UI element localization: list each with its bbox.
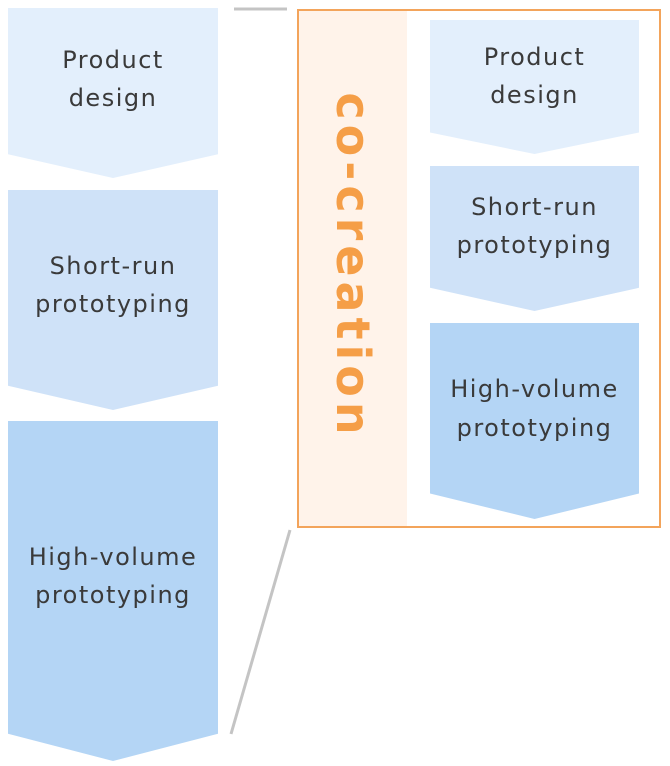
step-label: Short-run prototyping bbox=[456, 192, 613, 259]
cocreation-band bbox=[299, 11, 407, 526]
step-label: Product design bbox=[483, 42, 586, 109]
cocreation-step-short-run-prototyping: Short-run prototyping bbox=[430, 166, 639, 311]
cocreation-step-high-volume-prototyping: High-volume prototyping bbox=[430, 323, 639, 519]
left-step-product-design: Product design bbox=[8, 8, 218, 178]
left-step-short-run-prototyping: Short-run prototyping bbox=[8, 190, 218, 410]
cocreation-label: co-creation bbox=[326, 92, 380, 440]
step-label: Product design bbox=[62, 45, 164, 112]
left-step-high-volume-prototyping: High-volume prototyping bbox=[8, 421, 218, 761]
cocreation-step-product-design: Product design bbox=[430, 20, 639, 154]
step-label: High-volume prototyping bbox=[450, 375, 619, 442]
step-label: High-volume prototyping bbox=[28, 542, 198, 609]
step-label: Short-run prototyping bbox=[35, 251, 191, 318]
bottom-connector-line bbox=[229, 529, 292, 735]
